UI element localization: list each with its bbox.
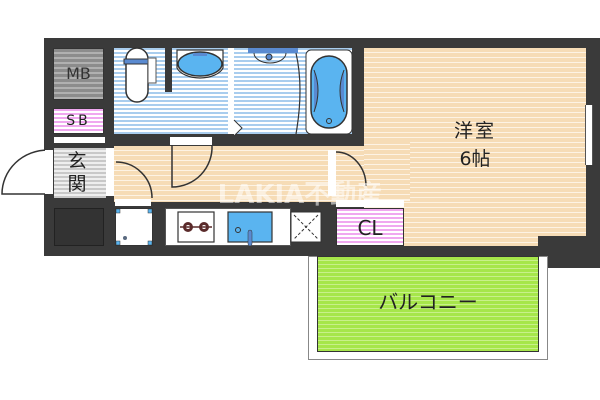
balcony-label: バルコニー xyxy=(378,290,478,314)
room-door-frame xyxy=(328,150,336,196)
washbasin-icon xyxy=(176,49,224,79)
shoe-box-edge xyxy=(54,137,105,143)
storage-dark xyxy=(54,208,104,246)
window-right xyxy=(585,105,593,165)
western-room-name: 洋室 xyxy=(453,120,496,142)
entrance-door-frame xyxy=(45,150,53,194)
hallway-upper xyxy=(364,140,410,200)
door-swing-room xyxy=(335,151,367,187)
shoe-box-label: SB xyxy=(66,113,91,129)
entrance xyxy=(54,148,106,198)
watermark: LAKIA不動産 xyxy=(217,180,383,210)
western-room-size: 6帖 xyxy=(459,148,491,170)
toilet-door-frame xyxy=(170,137,212,145)
door-swing-hall-left xyxy=(115,161,153,199)
washer-frame xyxy=(115,199,151,206)
balcony xyxy=(317,256,539,352)
closet-frame xyxy=(336,200,404,207)
wall-partition xyxy=(165,48,172,92)
fridge-space-icon xyxy=(290,211,322,243)
door-swing-toilet xyxy=(171,144,213,188)
wall-corner xyxy=(538,236,600,268)
bathtub-icon xyxy=(305,49,353,135)
stove-icon xyxy=(177,211,215,243)
meter-box xyxy=(53,48,104,100)
closet-label: CL xyxy=(357,216,383,240)
entrance-door-swing xyxy=(1,149,49,195)
bathroom-fixtures xyxy=(233,48,301,137)
washroom-door-frame xyxy=(228,48,234,134)
washer-icon xyxy=(115,208,153,246)
washer-space xyxy=(115,208,153,246)
hallway xyxy=(114,146,410,202)
entrance-inner-frame xyxy=(106,148,114,196)
shoe-box xyxy=(53,108,104,134)
entrance-label: 玄関 xyxy=(67,150,87,195)
meter-box-label: MB xyxy=(66,64,91,83)
toilet-icon xyxy=(123,47,157,103)
closet xyxy=(336,208,404,246)
sink-icon xyxy=(227,211,273,247)
